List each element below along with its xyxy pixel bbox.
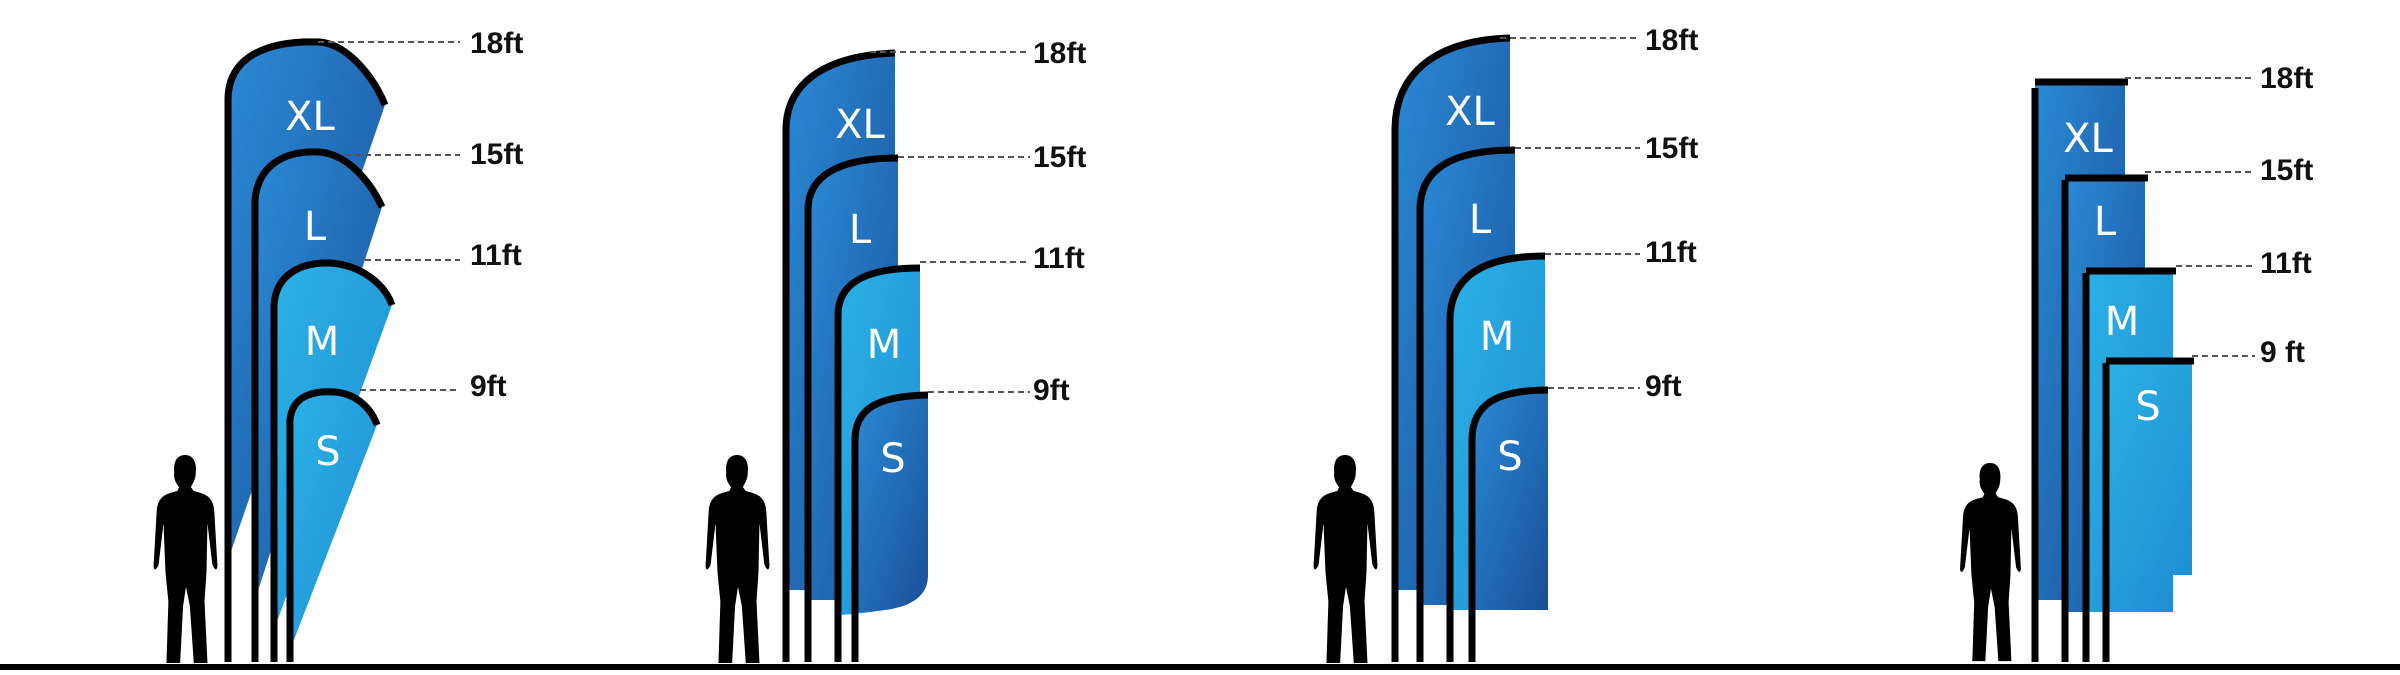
flag-label-s: S bbox=[880, 436, 905, 482]
height-label-15ft: 15ft bbox=[470, 138, 523, 171]
flag-label-s: S bbox=[1497, 434, 1522, 480]
flag-label-m: M bbox=[2105, 299, 2140, 345]
flag-label-xl: XL bbox=[835, 102, 885, 148]
flag-label-m: M bbox=[305, 319, 340, 365]
flag-s: S bbox=[2102, 357, 2194, 662]
person-silhouette-icon bbox=[153, 455, 218, 664]
height-label-11ft: 11ft bbox=[2260, 247, 2312, 280]
ground-line bbox=[0, 664, 2400, 670]
flag-group-feather: XL L M S 18ft 15ft 11ft 9ft bbox=[153, 27, 523, 664]
height-label-18ft: 18ft bbox=[1033, 37, 1086, 70]
person-silhouette-icon bbox=[1313, 455, 1378, 664]
height-label-15ft: 15ft bbox=[1033, 141, 1086, 174]
height-label-9ft: 9ft bbox=[1645, 370, 1682, 403]
flag-label-xl: XL bbox=[1445, 89, 1495, 135]
height-label-15ft: 15ft bbox=[1645, 132, 1698, 165]
height-label-11ft: 11ft bbox=[1033, 242, 1085, 275]
height-label-9ft: 9ft bbox=[470, 370, 507, 403]
flag-group-rounded: XL L M S 18ft 15ft 11ft 9ft bbox=[705, 37, 1086, 664]
flag-label-xl: XL bbox=[285, 94, 335, 140]
flag-s: S bbox=[1468, 386, 1549, 662]
person-silhouette-icon bbox=[705, 455, 770, 664]
height-label-11ft: 11ft bbox=[470, 239, 522, 272]
flag-s: S bbox=[286, 388, 381, 662]
flag-label-m: M bbox=[867, 322, 902, 368]
height-label-9ft: 9 ft bbox=[2260, 336, 2305, 369]
flag-label-l: L bbox=[1469, 197, 1492, 243]
flag-label-s: S bbox=[315, 429, 340, 475]
flag-group-teardrop-straight: XL L M S 18ft 15ft 11ft 9ft bbox=[1313, 24, 1698, 664]
flag-group-rectangle: XL L M S 18ft 15ft 11ft 9 ft bbox=[1960, 62, 2313, 662]
height-label-11ft: 11ft bbox=[1645, 236, 1697, 269]
flag-label-xl: XL bbox=[2063, 116, 2113, 162]
flag-label-l: L bbox=[849, 207, 872, 253]
flag-label-m: M bbox=[1480, 314, 1515, 360]
height-label-9ft: 9ft bbox=[1033, 374, 1070, 407]
flag-label-l: L bbox=[2094, 199, 2117, 245]
flag-label-s: S bbox=[2135, 384, 2160, 430]
person-silhouette-icon bbox=[1960, 463, 2021, 662]
height-label-18ft: 18ft bbox=[1645, 24, 1698, 57]
height-label-18ft: 18ft bbox=[470, 27, 523, 60]
height-label-15ft: 15ft bbox=[2260, 154, 2313, 187]
flag-s: S bbox=[851, 391, 929, 662]
flag-label-l: L bbox=[304, 204, 327, 250]
height-label-18ft: 18ft bbox=[2260, 62, 2313, 95]
